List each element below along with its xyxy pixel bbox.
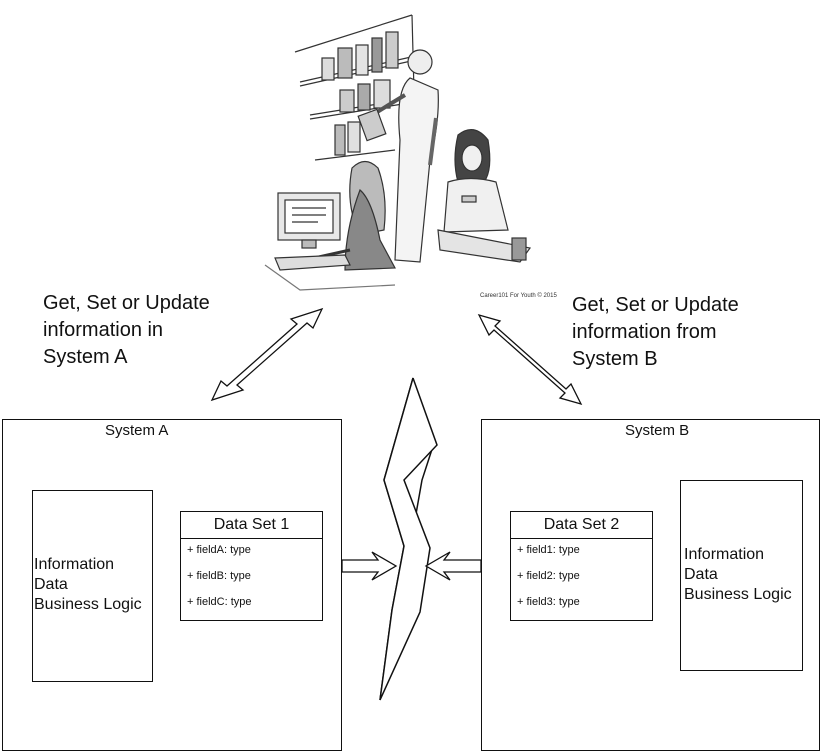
- system-b-info-line-3: Business Logic: [684, 586, 792, 603]
- system-b-info-box: Information Data Business Logic: [680, 480, 803, 671]
- illustration-copyright: Career101 For Youth © 2015: [480, 293, 557, 299]
- data-set-2-title: Data Set 2: [511, 512, 652, 539]
- system-a-info-line-1: Information: [34, 556, 115, 573]
- system-b-info-line-1: Information: [684, 546, 765, 563]
- bidirectional-arrow-left: [210, 307, 324, 402]
- data-set-2-field-3: + field3: type: [517, 596, 580, 608]
- caption-right-line-2: information from: [572, 321, 717, 343]
- data-set-2-box: Data Set 2 + field1: type + field2: type…: [510, 511, 653, 621]
- data-set-1-box: Data Set 1 + fieldA: type + fieldB: type…: [180, 511, 323, 621]
- system-a-info-box: Information Data Business Logic: [32, 490, 153, 682]
- caption-left-line-2: information in: [43, 319, 164, 341]
- system-a-title: System A: [105, 422, 169, 439]
- system-a-info-text: Information Data Business Logic: [34, 555, 142, 615]
- system-b-container: System B Data Set 2 + field1: type + fie…: [481, 419, 820, 751]
- data-set-1-title: Data Set 1: [181, 512, 322, 539]
- lightning-bolt-separator: [379, 377, 438, 701]
- data-set-1-field-c: + fieldC: type: [187, 596, 252, 608]
- pharmacy-illustration: [264, 14, 532, 291]
- caption-left: Get, Set or Update information in System…: [43, 290, 210, 371]
- computer-monitor-sketch: [264, 192, 396, 291]
- system-b-info-line-2: Data: [684, 566, 718, 583]
- arrow-into-system-a: [341, 551, 398, 581]
- system-a-info-line-2: Data: [34, 576, 68, 593]
- arrow-into-system-b: [424, 551, 482, 581]
- pharmacist-figure: [357, 49, 439, 263]
- caption-left-line-3: System A: [43, 346, 128, 368]
- caption-right-line-3: System B: [572, 348, 658, 370]
- system-b-title: System B: [625, 422, 690, 439]
- data-set-1-field-b: + fieldB: type: [187, 570, 251, 582]
- shelves-sketch: [294, 14, 421, 246]
- system-a-info-line-3: Business Logic: [34, 596, 142, 613]
- system-b-info-text: Information Data Business Logic: [684, 545, 792, 605]
- data-set-1-field-a: + fieldA: type: [187, 544, 251, 556]
- caption-right-line-1: Get, Set or Update: [572, 294, 739, 316]
- system-a-container: System A Information Data Business Logic…: [2, 419, 342, 751]
- caption-right: Get, Set or Update information from Syst…: [572, 292, 739, 373]
- data-set-2-field-1: + field1: type: [517, 544, 580, 556]
- bidirectional-arrow-right: [477, 313, 583, 406]
- cashier-figure: [437, 129, 532, 263]
- data-set-2-field-2: + field2: type: [517, 570, 580, 582]
- caption-left-line-1: Get, Set or Update: [43, 292, 210, 314]
